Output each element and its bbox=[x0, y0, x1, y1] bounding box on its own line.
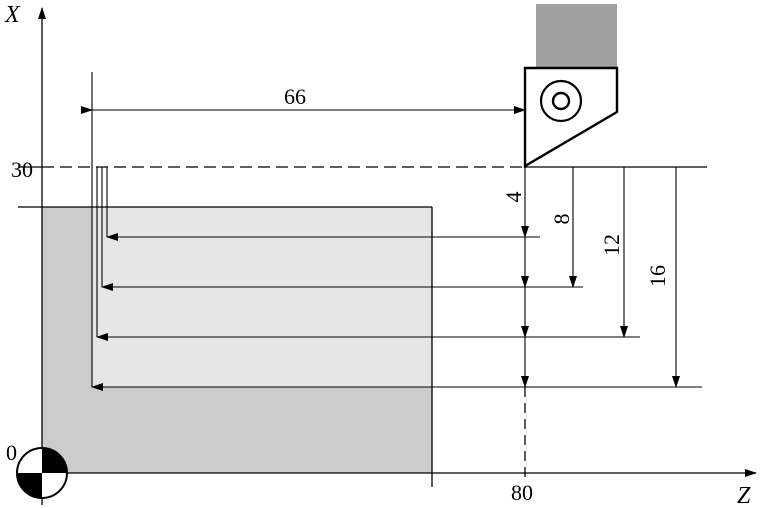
origin-label: 0 bbox=[6, 440, 17, 465]
label-30: 30 bbox=[11, 157, 33, 182]
label-66: 66 bbox=[284, 84, 306, 109]
label-depth-16: 16 bbox=[645, 265, 670, 287]
label-80: 80 bbox=[511, 480, 533, 505]
label-depth-8: 8 bbox=[549, 214, 574, 225]
origin-quadrant-icon bbox=[16, 447, 68, 499]
label-depth-4: 4 bbox=[501, 192, 526, 203]
label-depth-12: 12 bbox=[599, 234, 624, 256]
workpiece-inner-region bbox=[92, 207, 432, 387]
x-axis-label: X bbox=[4, 2, 21, 28]
tool-holder bbox=[536, 4, 617, 68]
z-axis-label: Z bbox=[737, 483, 751, 508]
cutting-insert-icon bbox=[523, 66, 619, 169]
